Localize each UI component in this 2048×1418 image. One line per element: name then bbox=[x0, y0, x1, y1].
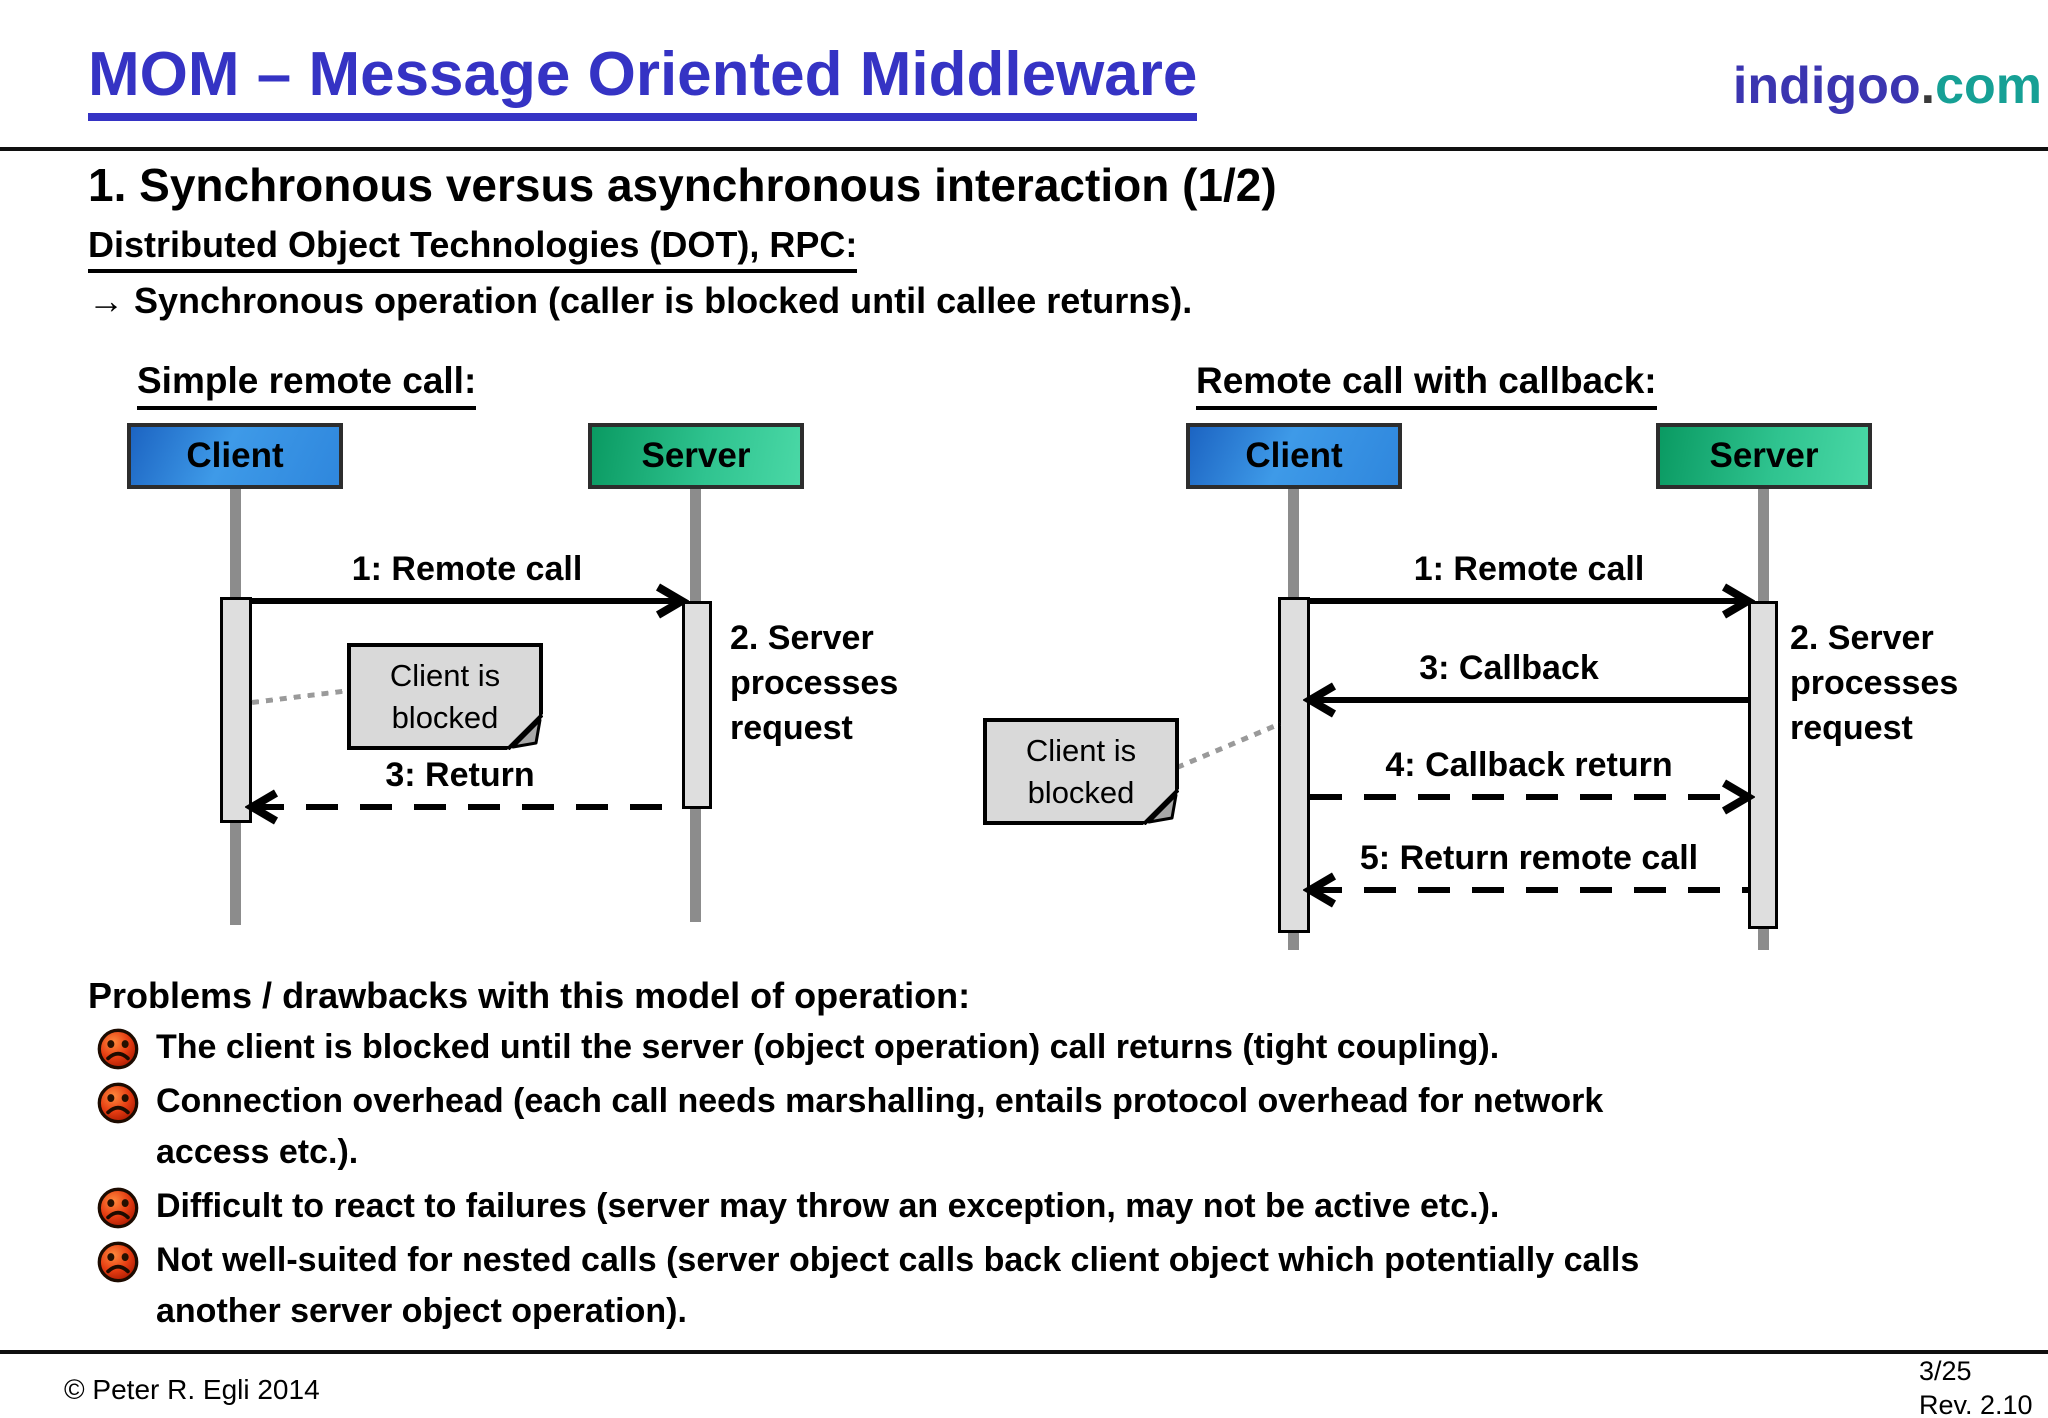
right-msg4-label: 4: Callback return bbox=[1385, 746, 1673, 784]
page-number: 3/25 bbox=[1919, 1356, 1972, 1386]
left-diagram-title: Simple remote call: bbox=[137, 360, 477, 410]
brand-dot: . bbox=[1920, 57, 1936, 115]
footer-copyright: © Peter R. Egli 2014 bbox=[64, 1374, 320, 1405]
left-server-box: Server bbox=[588, 423, 804, 489]
sad-face-icon bbox=[97, 1241, 139, 1283]
problem-text: Difficult to react to failures (server m… bbox=[156, 1181, 1499, 1232]
left-msg1-arrow-line bbox=[252, 598, 682, 604]
right-server-label: Server bbox=[1709, 436, 1819, 475]
right-client-label: Client bbox=[1245, 436, 1343, 475]
right-msg4-arrow-line bbox=[1310, 794, 1748, 800]
right-server-activation bbox=[1748, 601, 1778, 929]
brand-tld: com bbox=[1935, 57, 2042, 115]
right-process-line1: 2. Server bbox=[1790, 619, 1934, 657]
problem-line: Not well-suited for nested calls (server… bbox=[156, 1241, 1640, 1279]
left-process-line2: processes bbox=[730, 664, 899, 702]
left-process-note: 2. Server processes request bbox=[730, 616, 898, 751]
problems-list: The client is blocked until the server (… bbox=[96, 1022, 2006, 1340]
problem-line: another server object operation). bbox=[156, 1292, 687, 1330]
right-process-note: 2. Server processes request bbox=[1790, 616, 1958, 751]
right-msg3-arrow-line bbox=[1310, 697, 1748, 703]
left-msg3-arrow-line bbox=[252, 804, 682, 810]
brand-name: indigoo bbox=[1732, 57, 1921, 115]
left-note-connector bbox=[251, 688, 350, 705]
right-msg5-arrow-line bbox=[1310, 887, 1748, 893]
problem-line: The client is blocked until the server (… bbox=[156, 1028, 1500, 1066]
arrow-right-icon bbox=[1721, 779, 1755, 815]
arrow-left-icon bbox=[1303, 682, 1337, 718]
left-msg3-label: 3: Return bbox=[385, 756, 535, 794]
problem-text: Connection overhead (each call needs mar… bbox=[156, 1076, 1603, 1178]
right-note-line1: Client is bbox=[1025, 732, 1137, 768]
problem-line: Connection overhead (each call needs mar… bbox=[156, 1082, 1604, 1120]
revision-number: Rev. 2.10 bbox=[1919, 1390, 2033, 1418]
problem-text: The client is blocked until the server (… bbox=[156, 1022, 1499, 1073]
left-note-line2: blocked bbox=[391, 699, 499, 735]
header-divider bbox=[0, 147, 2048, 151]
sad-face-icon bbox=[97, 1028, 139, 1070]
left-process-line1: 2. Server bbox=[730, 619, 874, 657]
sad-face-icon bbox=[97, 1082, 139, 1124]
footer-page-info: 3/25 Rev. 2.10 bbox=[1919, 1354, 2033, 1418]
list-item: Difficult to react to failures (server m… bbox=[96, 1181, 2006, 1232]
page-title: MOM – Message Oriented Middleware bbox=[88, 42, 1198, 122]
arrow-right-icon bbox=[1721, 583, 1755, 619]
arrow-right-icon bbox=[655, 583, 689, 619]
section-subheading: Distributed Object Technologies (DOT), R… bbox=[88, 224, 858, 273]
list-item: Connection overhead (each call needs mar… bbox=[96, 1076, 2006, 1178]
left-msg1-label: 1: Remote call bbox=[351, 550, 583, 588]
problem-line: access etc.). bbox=[156, 1133, 359, 1171]
right-msg3-label: 3: Callback bbox=[1419, 649, 1599, 687]
left-server-activation bbox=[682, 601, 712, 809]
right-process-line3: request bbox=[1790, 709, 1913, 747]
arrow-left-icon bbox=[1303, 872, 1337, 908]
brand-logo: indigoo.com bbox=[1733, 56, 2042, 116]
right-msg1-arrow-line bbox=[1310, 598, 1748, 604]
arrow-left-icon bbox=[245, 789, 279, 825]
problem-text: Not well-suited for nested calls (server… bbox=[156, 1235, 1639, 1337]
list-item: Not well-suited for nested calls (server… bbox=[96, 1235, 2006, 1337]
right-msg1-label: 1: Remote call bbox=[1413, 550, 1645, 588]
right-server-box: Server bbox=[1656, 423, 1872, 489]
section-heading: 1. Synchronous versus asynchronous inter… bbox=[88, 159, 1277, 211]
note-fold-icon bbox=[507, 714, 543, 750]
sad-face-icon bbox=[97, 1187, 139, 1229]
footer-divider bbox=[0, 1350, 2048, 1354]
right-process-line2: processes bbox=[1790, 664, 1959, 702]
left-client-box: Client bbox=[127, 423, 343, 489]
section-arrow-note: → Synchronous operation (caller is block… bbox=[88, 280, 1193, 321]
right-client-activation bbox=[1278, 597, 1310, 933]
right-diagram-title: Remote call with callback: bbox=[1196, 360, 1657, 410]
problem-line: Difficult to react to failures (server m… bbox=[156, 1187, 1500, 1225]
left-note-line1: Client is bbox=[389, 657, 501, 693]
left-client-activation bbox=[220, 597, 252, 823]
right-client-blocked-note: Client is blocked bbox=[983, 718, 1179, 825]
problems-title: Problems / drawbacks with this model of … bbox=[88, 975, 971, 1016]
right-msg5-label: 5: Return remote call bbox=[1359, 839, 1699, 877]
left-client-blocked-note: Client is blocked bbox=[347, 643, 543, 750]
right-note-connector bbox=[1176, 721, 1282, 770]
left-server-label: Server bbox=[641, 436, 751, 475]
left-process-line3: request bbox=[730, 709, 853, 747]
list-item: The client is blocked until the server (… bbox=[96, 1022, 2006, 1073]
left-client-label: Client bbox=[186, 436, 284, 475]
note-fold-icon bbox=[1143, 789, 1179, 825]
right-client-box: Client bbox=[1186, 423, 1402, 489]
right-note-line2: blocked bbox=[1027, 774, 1135, 810]
